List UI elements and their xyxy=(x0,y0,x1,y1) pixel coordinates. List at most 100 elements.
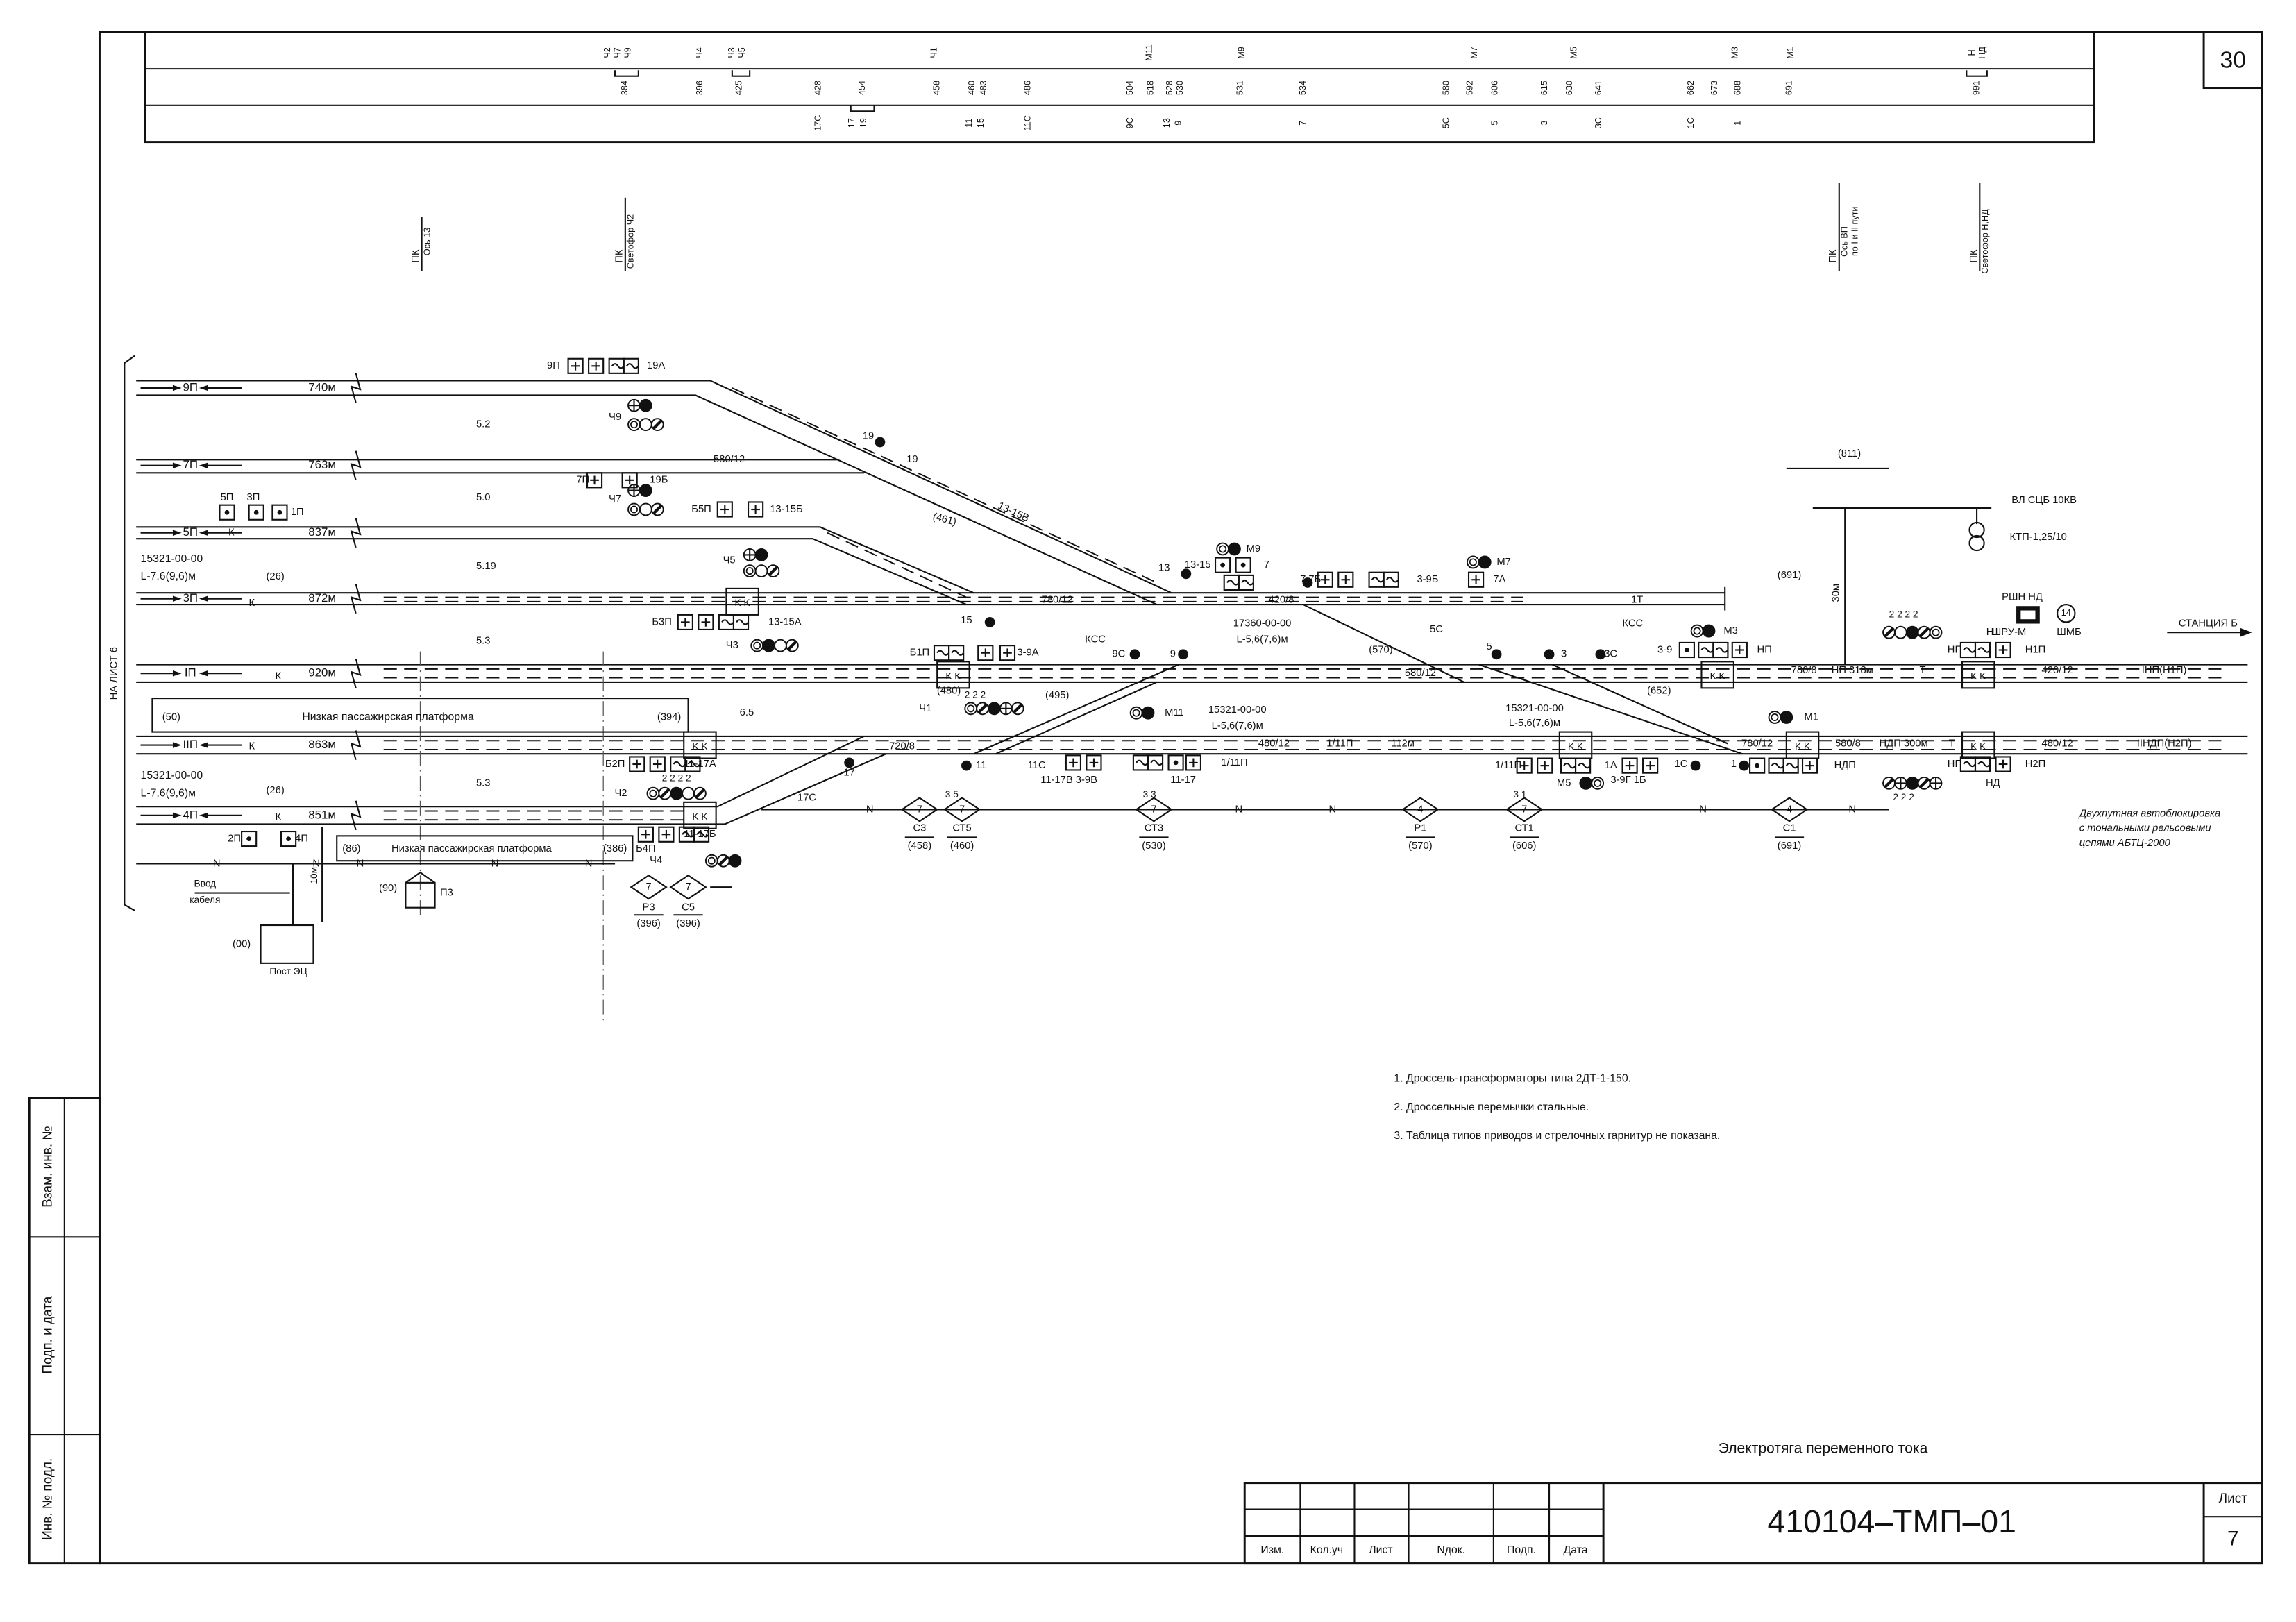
label-p3: П3 xyxy=(440,888,453,899)
plus-box-icon xyxy=(629,756,645,772)
label-b2pp: Б2П xyxy=(605,759,625,770)
table-coordinate-value: 428 xyxy=(813,81,823,95)
signal-lamp-icon xyxy=(1780,711,1793,724)
pk-description: по I и II пути xyxy=(1850,206,1859,256)
table-signal-label: Ч5 xyxy=(737,47,747,58)
label-p53b: 5.3 xyxy=(476,777,491,788)
label-p90: (90) xyxy=(379,883,397,894)
signal-lamp-icon xyxy=(743,564,757,577)
label-t_b: Т xyxy=(1949,738,1955,749)
table-switch-label: 17С xyxy=(813,115,823,131)
label-m3: М3 xyxy=(1723,625,1738,636)
table-coordinate-value: 592 xyxy=(1464,81,1474,95)
plus-box-icon xyxy=(1731,641,1748,659)
table-coordinate-value: 691 xyxy=(1784,81,1793,95)
title-column-label: Кол.уч xyxy=(1310,1544,1343,1556)
label-b31: 3 1 xyxy=(1513,789,1526,800)
plus-box-icon xyxy=(637,826,654,843)
label-m7: М7 xyxy=(1496,557,1511,568)
label-p811: (811) xyxy=(1838,448,1861,459)
table-coordinate-value: 425 xyxy=(734,81,744,95)
signal-sign-diamond-icon xyxy=(943,797,981,822)
track-length: 837м xyxy=(308,525,336,539)
table-switch-label: 9С xyxy=(1125,117,1135,128)
label-s111p: 1/11П xyxy=(1326,738,1353,749)
choke-transformer-icon xyxy=(1383,571,1399,588)
signal-lamp-icon xyxy=(704,854,718,868)
table-switch-label: 15 xyxy=(976,118,986,128)
table-signal-label: Ч9 xyxy=(623,47,632,58)
label-p652: (652) xyxy=(1647,685,1671,696)
choke-transformer-icon xyxy=(1974,641,1991,659)
signal-lamp-icon xyxy=(630,505,638,514)
label-sw9: 9 xyxy=(1170,649,1176,660)
table-coordinate-value: 630 xyxy=(1564,81,1574,95)
label-kss1: КСС xyxy=(1085,634,1106,645)
signal-lamp-icon xyxy=(1690,624,1704,638)
label-cab2b: L-7,6(9,6)м xyxy=(141,787,196,799)
table-switch-label: 9 xyxy=(1174,121,1183,126)
label-sw1c: 1С xyxy=(1674,759,1687,770)
label-n1: N xyxy=(213,858,221,869)
label-s111pb: 1/11П xyxy=(1221,757,1247,768)
label-c14: 14 xyxy=(2061,608,2071,618)
choke-transformer-icon xyxy=(1959,641,1977,659)
label-t_a: Т xyxy=(1920,665,1926,676)
rail-break-icon xyxy=(350,584,362,614)
label-sw11c: 11С xyxy=(1028,760,1046,771)
choke-transformer-icon xyxy=(611,363,639,369)
dwarf-signal-icon xyxy=(1302,577,1313,588)
label-ch5: Ч5 xyxy=(723,555,736,566)
label-ct1p: (606) xyxy=(1512,840,1536,852)
label-nb3: N xyxy=(1328,804,1336,815)
label-sw3: 3 xyxy=(1561,649,1567,660)
signal-lamp-icon xyxy=(1702,624,1716,638)
plus-box-icon xyxy=(649,756,666,772)
table-signal-label: М11 xyxy=(1144,44,1154,61)
label-sig_nd: НД xyxy=(1986,777,2000,788)
signal-lamp-icon xyxy=(1918,778,1930,788)
signal-lamp-icon xyxy=(774,639,787,652)
label-np3: НП xyxy=(1948,759,1962,770)
insulating-joint-icon xyxy=(1961,661,1995,689)
joint-mark-icon: K K xyxy=(692,811,707,822)
label-b2p: 2П xyxy=(228,833,241,844)
label-cab3b: L-5,6(7,6)м xyxy=(1237,634,1288,645)
pk-description: Ось 13 xyxy=(422,228,432,255)
signal-lamp-icon xyxy=(630,421,638,429)
arrow-left-icon xyxy=(199,812,208,819)
plus-box-icon xyxy=(716,501,733,518)
table-coordinate-value: 688 xyxy=(1733,81,1743,95)
label-ch3: Ч3 xyxy=(726,640,738,651)
table-switch-label: 17 xyxy=(847,118,856,128)
dwarf-signal-icon xyxy=(875,437,886,448)
label-s1a: 1А xyxy=(1605,760,1617,771)
plus-box-icon xyxy=(1642,757,1659,774)
label-p52: 5.2 xyxy=(476,419,491,430)
signal-lamp-icon xyxy=(1591,777,1605,790)
signal-lamp-icon xyxy=(762,639,775,652)
table-signal-label: Ч1 xyxy=(929,47,938,58)
label-p570: (570) xyxy=(1369,644,1392,655)
label-k5: К xyxy=(228,527,235,539)
label-c1: С1 xyxy=(1783,823,1796,834)
label-m112: 112м xyxy=(1391,738,1415,749)
label-s1315a: 13-15А xyxy=(768,616,802,627)
table-signal-label: Ч2 xyxy=(602,47,612,58)
signal-lamp-icon xyxy=(728,854,742,868)
choke-transformer-icon xyxy=(673,761,701,768)
track-length: 920м xyxy=(308,666,336,679)
label-m1: М1 xyxy=(1804,711,1818,723)
label-vvod1: Ввод xyxy=(194,879,217,889)
dot-box-icon xyxy=(277,509,282,515)
signal-lamp-icon xyxy=(639,418,652,432)
dot-box-icon xyxy=(286,836,291,841)
label-b5p: 5П xyxy=(221,492,234,503)
choke-transformer-icon xyxy=(1963,647,1991,653)
diamond-number: 7 xyxy=(685,881,691,893)
table-signal-label: НД xyxy=(1977,47,1987,59)
table-coordinate-value: 396 xyxy=(695,81,704,95)
plus-box-icon xyxy=(677,614,693,631)
dot-box-icon xyxy=(1755,763,1760,768)
